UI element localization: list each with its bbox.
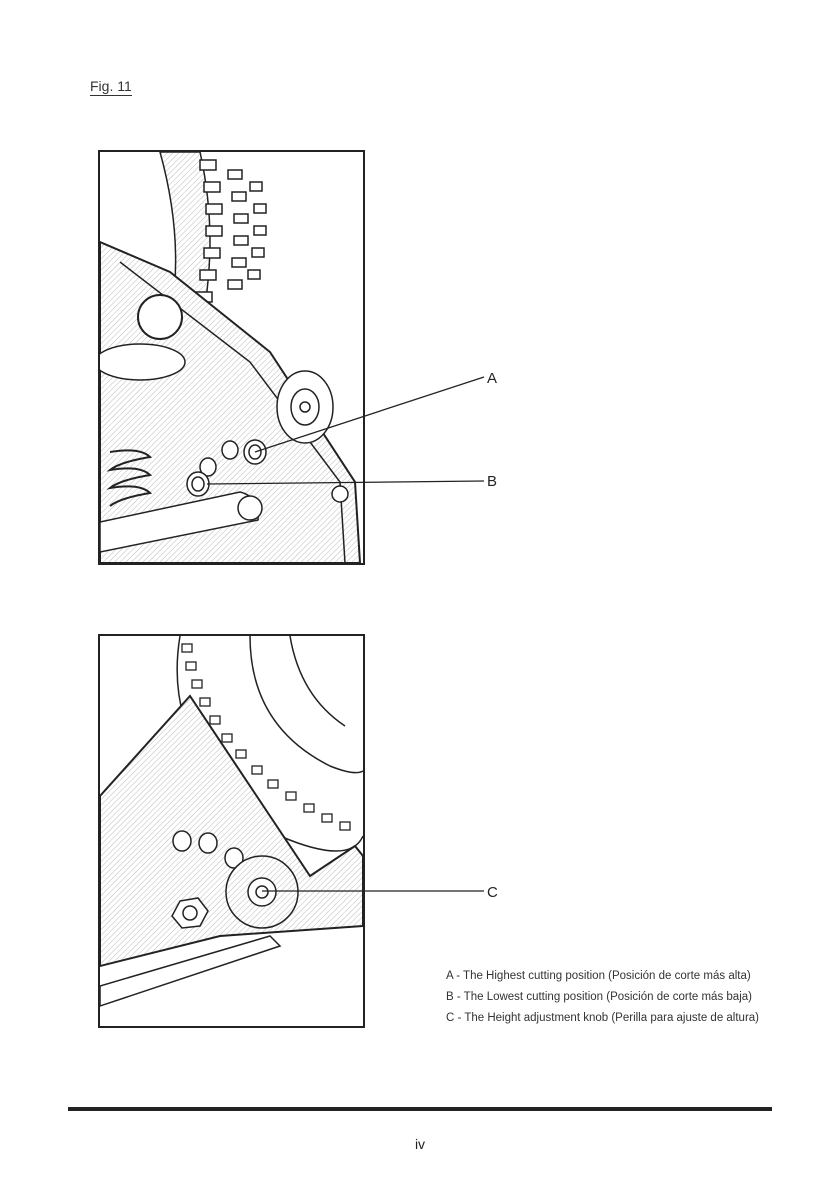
legend-item-b: B - The Lowest cutting position (Posició…: [446, 987, 759, 1008]
callout-a: A: [487, 371, 497, 387]
callout-b: B: [487, 474, 497, 490]
page-number: iv: [0, 1136, 840, 1152]
footer-rule: [68, 1107, 772, 1111]
legend: A - The Highest cutting position (Posici…: [446, 966, 759, 1029]
callout-c: C: [487, 885, 498, 901]
legend-item-c: C - The Height adjustment knob (Perilla …: [446, 1008, 759, 1029]
legend-item-a: A - The Highest cutting position (Posici…: [446, 966, 759, 987]
